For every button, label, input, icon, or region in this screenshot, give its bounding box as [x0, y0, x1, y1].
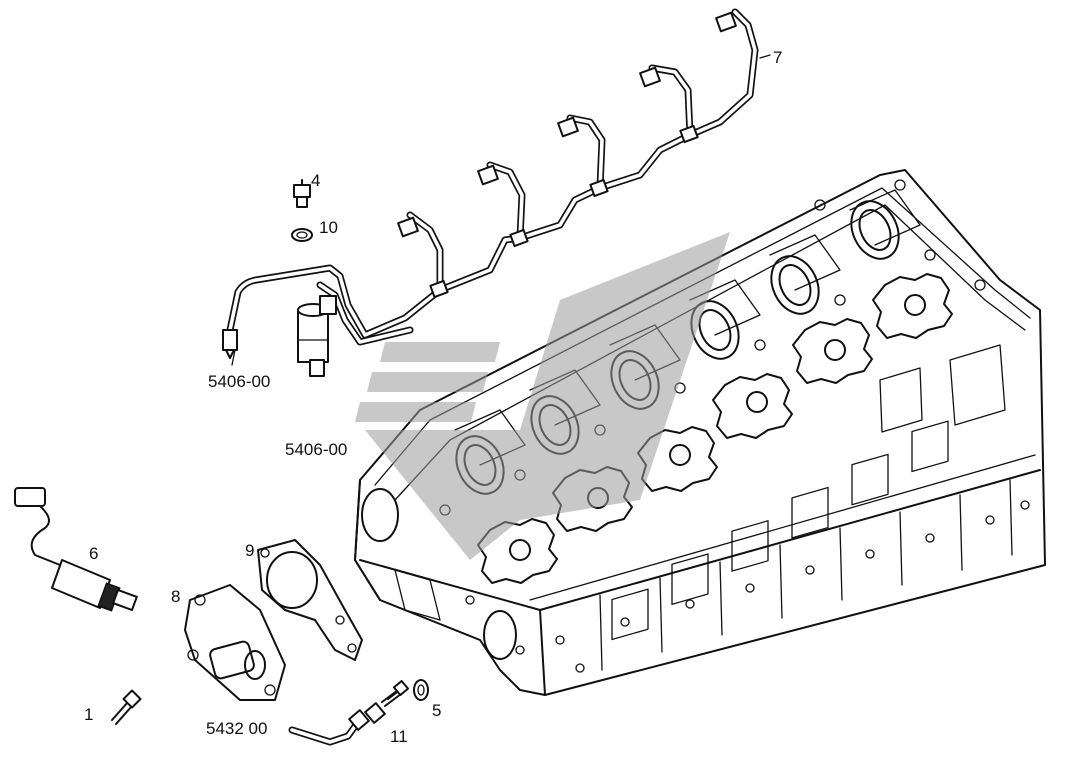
pressure-regulator — [297, 295, 337, 377]
part-10-seal-ring — [291, 228, 313, 242]
part-9-gasket — [257, 539, 363, 661]
part-11-union — [364, 679, 410, 724]
callout-1: 1 — [84, 705, 93, 724]
callout-6: 6 — [89, 544, 98, 563]
callout-5: 5 — [432, 701, 441, 720]
part-4-sensor — [293, 179, 311, 208]
callout-8: 8 — [171, 587, 180, 606]
callout-7: 7 — [773, 48, 782, 67]
leader-lines — [231, 54, 771, 366]
callout-11: 11 — [390, 727, 408, 746]
callout-4: 4 — [311, 171, 320, 190]
watermark-logo — [355, 232, 730, 560]
callout-5406-00-upper: 5406-00 — [208, 372, 270, 391]
part-8-housing — [184, 584, 286, 701]
callout-10: 10 — [319, 218, 338, 237]
fuel-pipe-assembly — [222, 8, 759, 359]
callout-labels: 7 4 10 5406-00 5406-00 6 9 8 1 5432 00 5… — [84, 48, 782, 746]
part-6-solenoid — [14, 487, 138, 612]
callout-5406-00-lower: 5406-00 — [285, 440, 347, 459]
pipe-elbow-5432 — [288, 709, 370, 746]
front-face-windows — [611, 420, 949, 641]
part-1-bolt — [111, 689, 142, 725]
part-5-washer — [413, 679, 429, 701]
callout-5432-00: 5432 00 — [206, 719, 267, 738]
callout-9: 9 — [245, 541, 254, 560]
front-bolt-holes — [465, 500, 1030, 673]
